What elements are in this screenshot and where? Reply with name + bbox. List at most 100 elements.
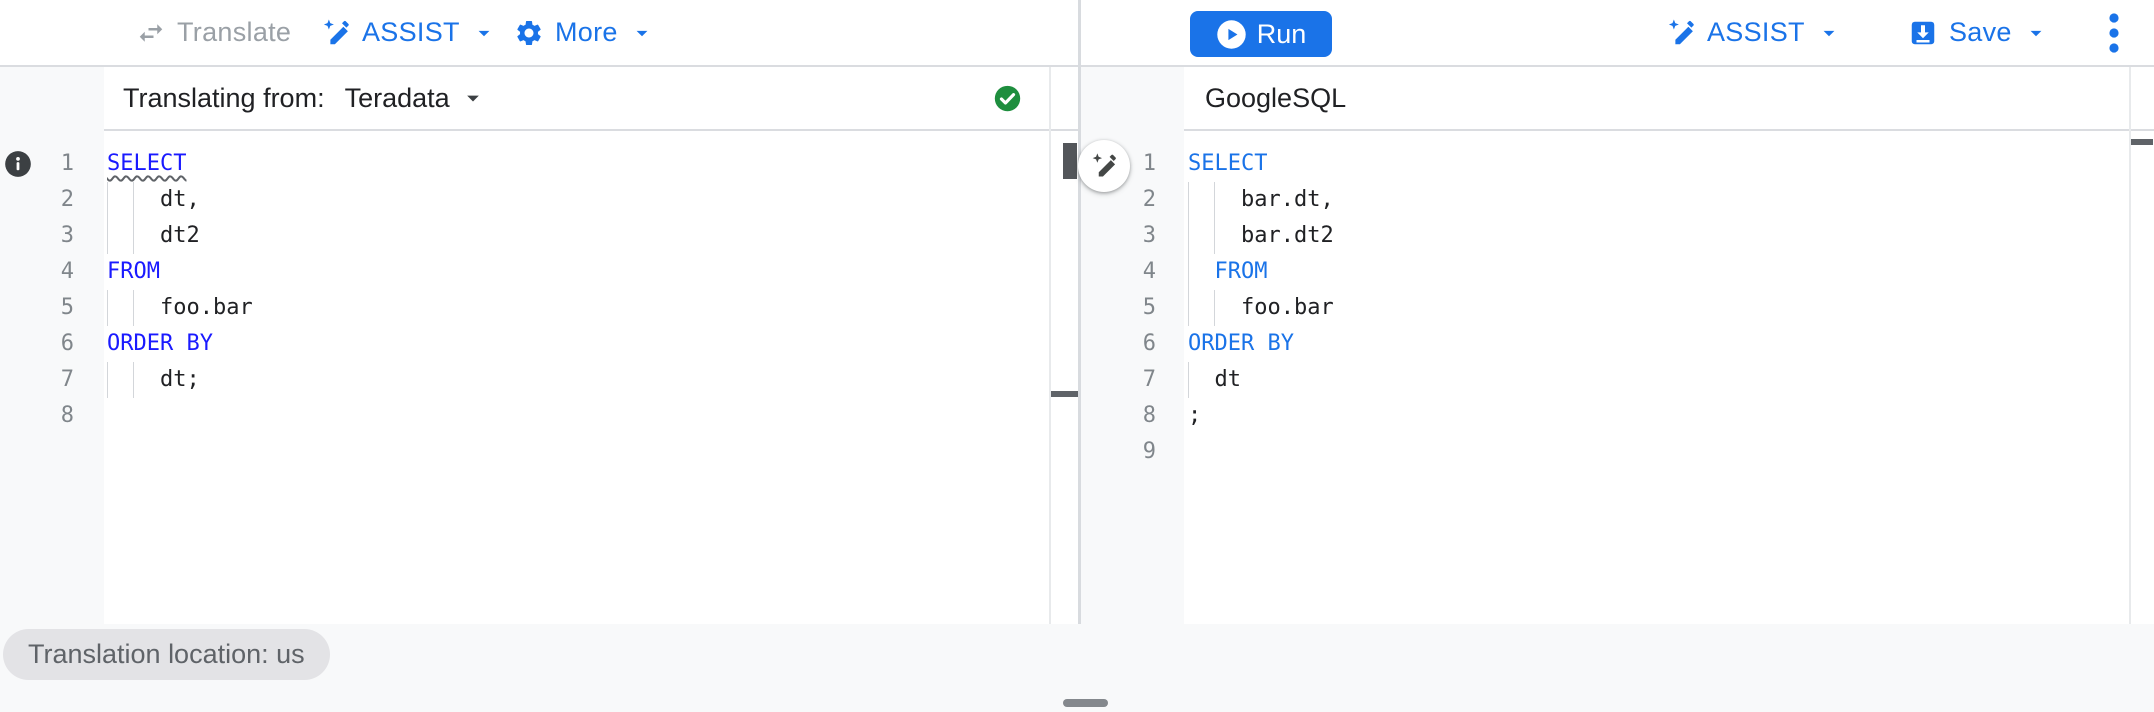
- more-button[interactable]: More: [514, 0, 655, 65]
- code-line[interactable]: FROM: [1188, 254, 2127, 290]
- code-line[interactable]: dt: [1188, 362, 2127, 398]
- code-line[interactable]: bar.dt,: [1188, 182, 2127, 218]
- translation-location-chip: Translation location: us: [3, 629, 330, 680]
- gear-icon: [514, 18, 544, 48]
- indent-guide-line: [107, 182, 108, 218]
- indent-guide-line: [1188, 254, 1189, 290]
- source-scrollbar-track: [1049, 67, 1051, 624]
- code-line[interactable]: [107, 398, 1047, 434]
- chevron-down-icon: [459, 84, 487, 112]
- code-token: ;: [1188, 403, 1202, 428]
- overflow-menu-button[interactable]: [2100, 9, 2128, 57]
- code-token: FROM: [107, 259, 160, 284]
- kebab-menu-icon: [2100, 9, 2128, 57]
- line-number: 7: [1142, 367, 1156, 392]
- ai-edit-wand-button[interactable]: [1078, 140, 1130, 192]
- code-token: [1188, 259, 1215, 284]
- indent-guide-line: [1188, 218, 1189, 254]
- chevron-down-icon: [629, 20, 655, 46]
- chevron-down-icon: [2023, 20, 2049, 46]
- indent-guide-line: [107, 290, 108, 326]
- line-number: 8: [60, 403, 74, 428]
- indent-guide-line: [107, 218, 108, 254]
- pane-divider: [1078, 0, 1081, 624]
- code-token: bar.dt,: [1188, 187, 1334, 212]
- line-number: 8: [1142, 403, 1156, 428]
- target-overview-marker: [2131, 139, 2153, 145]
- code-token: dt: [1188, 367, 1241, 392]
- line-number: 3: [60, 223, 74, 248]
- indent-guide-line: [107, 362, 108, 398]
- line-number: 4: [1142, 259, 1156, 284]
- line-number: 2: [60, 187, 74, 212]
- indent-guide-line: [133, 218, 135, 254]
- source-vertical-scrollbar-thumb[interactable]: [1063, 143, 1077, 179]
- code-line[interactable]: [1188, 434, 2127, 470]
- source-dialect-value: Teradata: [344, 82, 450, 113]
- code-token: dt,: [107, 187, 200, 212]
- line-number: 3: [1142, 223, 1156, 248]
- target-scrollbar-track: [2129, 67, 2131, 624]
- code-token: dt;: [107, 367, 200, 392]
- line-number: 2: [1142, 187, 1156, 212]
- indent-guide-line: [1188, 290, 1189, 326]
- code-token: foo.bar: [1188, 295, 1334, 320]
- translate-label: Translate: [177, 17, 292, 47]
- target-pane-header: GoogleSQL: [1184, 67, 2154, 131]
- footer-bar: [0, 624, 2154, 712]
- code-line[interactable]: bar.dt2: [1188, 218, 2127, 254]
- line-number: 5: [1142, 295, 1156, 320]
- play-circle-icon: [1216, 19, 1247, 50]
- line-number: 4: [60, 259, 74, 284]
- source-overview-marker: [1051, 391, 1078, 397]
- assist-right-button[interactable]: ASSIST: [1666, 0, 1842, 65]
- code-token: ORDER BY: [107, 331, 213, 356]
- indent-guide-line: [133, 362, 135, 398]
- code-line[interactable]: foo.bar: [1188, 290, 2127, 326]
- indent-guide-line: [133, 182, 135, 218]
- code-line[interactable]: SELECT: [107, 146, 1047, 182]
- code-token: FROM: [1214, 259, 1268, 284]
- line-number: 6: [60, 331, 74, 356]
- code-line[interactable]: ORDER BY: [107, 326, 1047, 362]
- code-line[interactable]: dt;: [107, 362, 1047, 398]
- indent-guide-line: [1214, 218, 1216, 254]
- indent-guide-line: [1214, 182, 1216, 218]
- source-line-numbers: 1 2 3 4 5 6 7 8: [0, 146, 74, 434]
- target-dialect-label: GoogleSQL: [1205, 82, 1347, 113]
- swap-arrows-icon: [136, 18, 166, 48]
- assist-left-button[interactable]: ASSIST: [321, 0, 497, 65]
- code-line[interactable]: FROM: [107, 254, 1047, 290]
- code-line[interactable]: dt,: [107, 182, 1047, 218]
- indent-guide-line: [1188, 362, 1189, 398]
- toolbar: Translate ASSIST More Run: [0, 0, 2154, 67]
- run-button[interactable]: Run: [1190, 11, 1332, 57]
- source-dialect-dropdown[interactable]: Teradata: [345, 83, 487, 114]
- indent-guide-line: [1188, 182, 1189, 218]
- line-number: 7: [60, 367, 74, 392]
- translate-button[interactable]: Translate: [136, 0, 291, 65]
- code-line[interactable]: ORDER BY: [1188, 326, 2127, 362]
- translating-from-label: Translating from:: [123, 82, 325, 113]
- line-number: 1: [60, 151, 74, 176]
- save-label: Save: [1949, 17, 2012, 47]
- code-token: bar.dt2: [1188, 223, 1334, 248]
- info-marker-icon[interactable]: [4, 150, 32, 178]
- line-number: 6: [1142, 331, 1156, 356]
- page-horizontal-scrollbar-thumb[interactable]: [1063, 699, 1108, 707]
- pen-spark-icon: [1666, 18, 1696, 48]
- translation-location-label: Translation location: us: [28, 639, 305, 669]
- code-line[interactable]: foo.bar: [107, 290, 1047, 326]
- code-token: ORDER BY: [1188, 331, 1294, 356]
- code-token: SELECT: [1188, 151, 1268, 176]
- code-line[interactable]: dt2: [107, 218, 1047, 254]
- save-button[interactable]: Save: [1908, 0, 2049, 65]
- code-token: SELECT: [107, 151, 187, 176]
- line-number: 5: [60, 295, 74, 320]
- code-line[interactable]: ;: [1188, 398, 2127, 434]
- code-line[interactable]: SELECT: [1188, 146, 2127, 182]
